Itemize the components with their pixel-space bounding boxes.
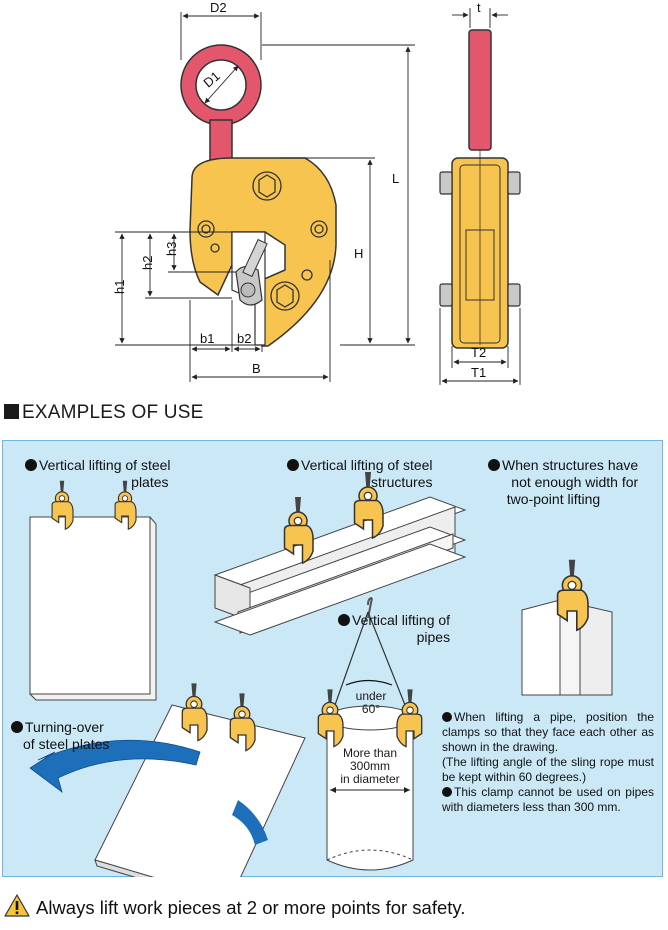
warning-icon [4, 894, 30, 923]
caption-pipes: Vertical lifting of pipes [338, 612, 450, 646]
dim-t2: T2 [471, 345, 486, 360]
section-title: EXAMPLES OF USE [4, 402, 203, 424]
pipe-illustration [317, 597, 423, 871]
dim-b2: b2 [237, 331, 251, 346]
side-view-clamp [439, 8, 521, 385]
bullet-icon [488, 459, 500, 471]
bullet-icon [442, 787, 452, 797]
technical-drawing: D2 D1 t L H h1 h2 h3 b1 b2 B T2 T1 [112, 0, 521, 385]
dim-d2: D2 [210, 0, 227, 15]
bullet-icon [287, 459, 299, 471]
dim-h: H [354, 246, 363, 261]
angle-label: under 60° [355, 689, 387, 716]
narrow-structure-illustration [521, 558, 613, 696]
turning-plate-illustration [29, 682, 306, 877]
examples-illustrations [29, 471, 613, 877]
dim-h1: h1 [112, 280, 127, 294]
safety-notice: Always lift work pieces at 2 or more poi… [4, 894, 465, 923]
front-view-clamp [115, 12, 415, 382]
dim-b: B [252, 361, 261, 376]
title-square-bullet [4, 404, 19, 419]
caption-turning: Turning-over of steel plates [11, 719, 109, 753]
bullet-icon [25, 459, 37, 471]
caption-plates: Vertical lifting of steel plates [25, 457, 171, 491]
steel-structure-illustration [213, 471, 467, 636]
caption-structures: Vertical lifting of steel structures [287, 457, 433, 491]
dim-t: t [477, 0, 481, 15]
dim-h2: h2 [140, 256, 155, 270]
plate-illustration [29, 480, 157, 701]
dim-h3: h3 [164, 242, 179, 256]
bullet-icon [338, 614, 350, 626]
dim-t1: T1 [471, 365, 486, 380]
dim-l: L [392, 171, 399, 186]
pipe-notes: When lifting a pipe, position the clamps… [442, 710, 654, 814]
bullet-icon [442, 712, 452, 722]
dim-b1: b1 [200, 331, 214, 346]
diameter-label: More than 300mm in diameter [340, 746, 400, 786]
caption-narrow: When structures have not enough width fo… [488, 457, 638, 508]
bullet-icon [11, 721, 23, 733]
